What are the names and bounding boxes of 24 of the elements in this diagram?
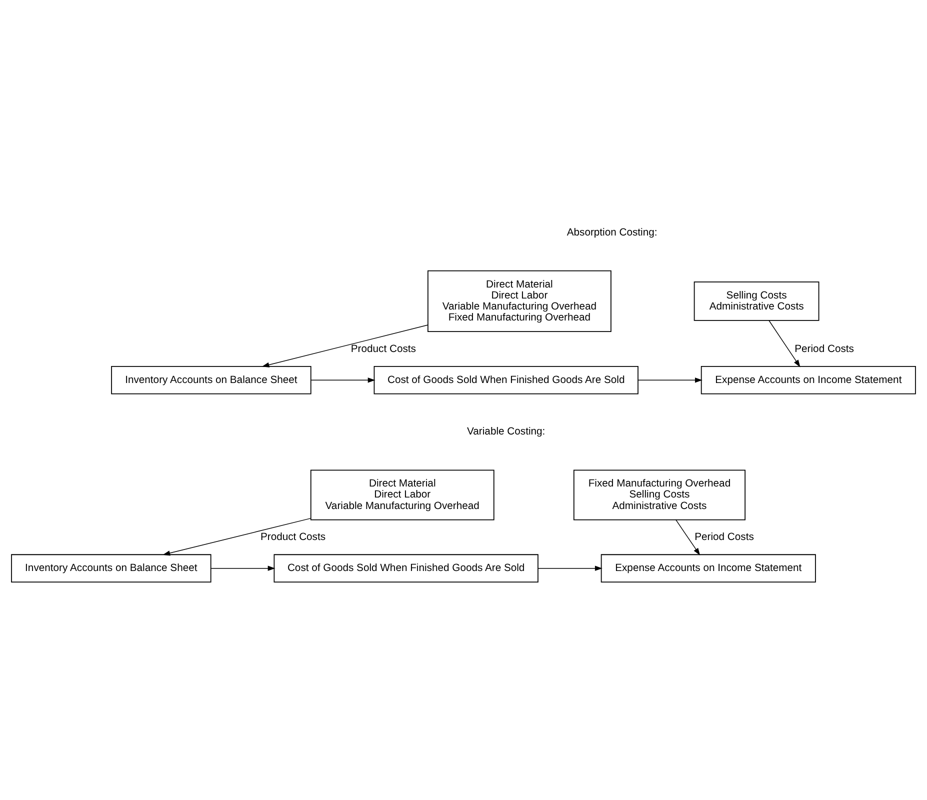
- arrow: [262, 324, 428, 367]
- node-box: Inventory Accounts on Balance Sheet: [11, 554, 212, 582]
- label: Absorption Costing:: [566, 226, 658, 238]
- arrow: [676, 518, 700, 555]
- edge-label: Period Costs: [794, 343, 854, 354]
- edge-label: Period Costs: [694, 531, 754, 542]
- node-box: Cost of Goods Sold When Finished Goods Are Sold: [274, 554, 538, 582]
- arrow: [768, 320, 800, 367]
- node-box: Expense Accounts on Income Statement: [700, 365, 916, 394]
- arrow: [162, 517, 312, 556]
- node-box: Expense Accounts on Income Statement: [600, 554, 816, 582]
- arrow: [210, 565, 276, 570]
- node-box: Cost of Goods Sold When Finished Goods Are Sold: [374, 365, 638, 394]
- arrow: [638, 377, 702, 382]
- label: Variable Costing:: [467, 426, 546, 438]
- arrow: [310, 377, 376, 382]
- arrow: [538, 565, 602, 570]
- node-box: Inventory Accounts on Balance Sheet: [111, 365, 312, 394]
- node-box: Fixed Manufacturing Overhead Selling Costs Administrative Costs: [573, 469, 746, 520]
- node-box: Direct Material Direct Labor Variable Manufacturing Overhead Fixed Manufacturing Overhead: [428, 270, 612, 332]
- node-box: Direct Material Direct Labor Variable Manufacturing Overhead: [310, 469, 494, 520]
- edge-label: Product Costs: [260, 531, 326, 542]
- node-box: Selling Costs Administrative Costs: [694, 281, 820, 320]
- edge-label: Product Costs: [350, 343, 416, 354]
